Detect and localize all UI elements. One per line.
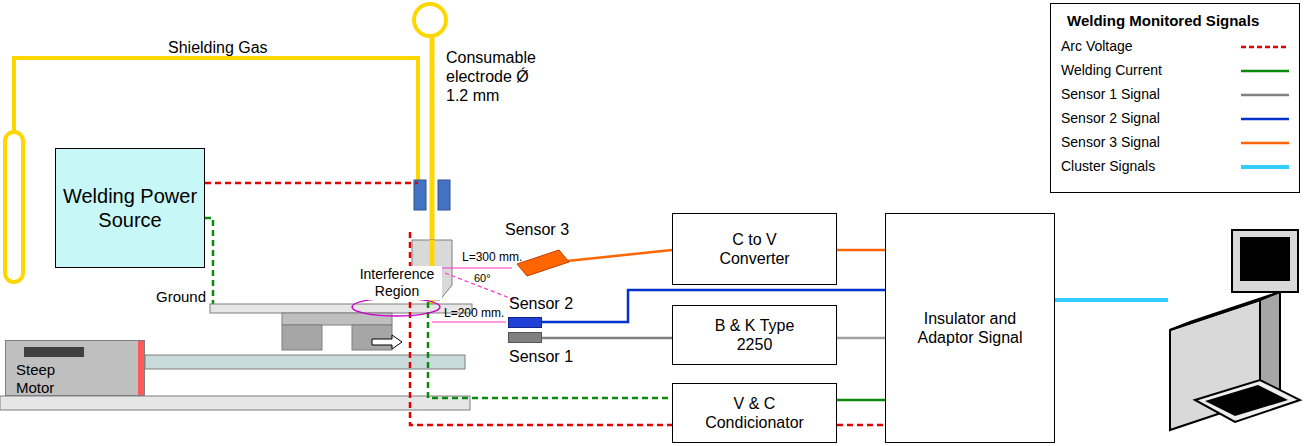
legend-sample	[1241, 66, 1289, 76]
voltage-sense-wire	[410, 232, 672, 425]
insulator	[438, 180, 450, 210]
lead-screw	[145, 355, 465, 369]
legend-text: Sensor 3 Signal	[1061, 134, 1160, 150]
legend-title: Welding Monitored Signals	[1067, 12, 1259, 30]
converter-box: C to V Converter	[672, 213, 837, 285]
node-text: Welding Power Source	[56, 184, 204, 232]
current-sense-wire	[428, 302, 672, 398]
base	[0, 396, 470, 410]
sensor-3: Sensor 3	[515, 248, 571, 278]
sensor-2: Sensor 2	[508, 317, 542, 328]
annotation-label: Shielding Gas	[168, 38, 268, 57]
adaptor-box: Insulator and Adaptor Signal	[885, 213, 1055, 443]
annotation-label: L=200 mm.	[444, 306, 504, 320]
legend-text: Welding Current	[1061, 62, 1162, 78]
legend-text: Cluster Signals	[1061, 158, 1155, 174]
motion-arrow	[372, 335, 402, 349]
analyzer-box: B & K Type 2250	[672, 305, 837, 365]
interference-region	[352, 298, 440, 316]
annotation-label: Consumable electrode Ǿ 1.2 mm	[446, 48, 546, 106]
arc-voltage-wire	[195, 182, 418, 185]
legend-text: Arc Voltage	[1061, 38, 1133, 54]
legend-sample	[1241, 42, 1289, 52]
legend-text: Sensor 2 Signal	[1061, 110, 1160, 126]
signal-wire	[542, 337, 672, 340]
node-text: B & K Type 2250	[700, 316, 810, 354]
computer-icon	[1170, 230, 1300, 430]
motor-flange	[138, 341, 144, 395]
annotation-label: L=300 mm.	[462, 250, 522, 264]
distance-line	[432, 321, 506, 322]
legend-sample	[1241, 114, 1289, 124]
motor-box: Steep Motor	[5, 340, 145, 396]
node-text: Sensor 1	[509, 347, 573, 366]
legend-box: Welding Monitored SignalsArc VoltageWeld…	[1050, 3, 1300, 193]
legend-sample	[1241, 90, 1289, 100]
conditioner-box: V & C Condicionator	[672, 383, 837, 443]
node-text: C to V Converter	[700, 230, 810, 268]
legend-sample	[1241, 138, 1289, 148]
node-text: Insulator and Adaptor Signal	[910, 309, 1030, 347]
insulator	[414, 180, 426, 210]
distance-line	[432, 267, 512, 268]
wire-coil	[414, 4, 446, 36]
annotation-label: Ground	[156, 288, 206, 306]
annotation-label: 60°	[474, 272, 491, 285]
signal-wire	[837, 399, 885, 402]
signal-wire	[837, 424, 885, 427]
node-text: V & C Condicionator	[690, 394, 820, 432]
angle-line	[432, 268, 515, 300]
legend-text: Sensor 1 Signal	[1061, 86, 1160, 102]
annotation-label: Interference Region	[352, 266, 442, 300]
signal-wire	[567, 250, 672, 261]
node-text: Sensor 3	[505, 220, 569, 239]
power-source-box: Welding Power Source	[55, 148, 205, 268]
node-text: Sensor 2	[509, 294, 573, 313]
sensor-1: Sensor 1	[508, 332, 542, 343]
node-text: Steep Motor	[16, 361, 96, 397]
sensor-shape	[515, 248, 571, 278]
motor-detail	[24, 347, 84, 357]
gas-cylinder	[5, 132, 23, 282]
cluster-cable	[1055, 298, 1168, 302]
signal-wire	[837, 337, 885, 340]
signal-wire	[837, 249, 885, 252]
legend-sample	[1241, 162, 1289, 172]
